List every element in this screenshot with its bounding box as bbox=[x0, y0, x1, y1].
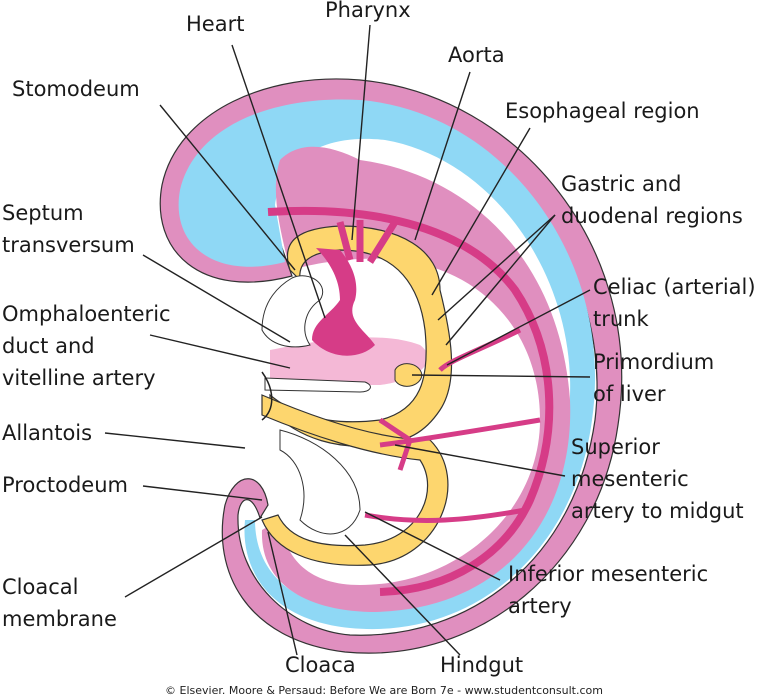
label-superior: Superior mesenteric artery to midgut bbox=[571, 431, 744, 527]
copyright-footer: © Elsevier. Moore & Persaud: Before We a… bbox=[165, 684, 603, 697]
leader-omphaloenteric bbox=[149, 334, 291, 369]
leader-gastric-2 bbox=[445, 214, 556, 346]
label-line: mesenteric bbox=[571, 467, 689, 491]
leader-hindgut bbox=[344, 534, 461, 656]
leader-inferior bbox=[364, 511, 501, 581]
label-celiac: Celiac (arterial) trunk bbox=[593, 271, 756, 335]
label-septum: Septum transversum bbox=[2, 197, 135, 261]
amnion-layer bbox=[178, 99, 596, 630]
label-line: Cloacal bbox=[2, 575, 79, 599]
stomodeum-cavity bbox=[261, 275, 323, 348]
heart-tube bbox=[312, 248, 375, 356]
label-heart: Heart bbox=[186, 12, 245, 36]
label-esophageal: Esophageal region bbox=[505, 99, 700, 123]
leader-esophageal bbox=[431, 127, 531, 296]
allantois-cavity bbox=[279, 429, 361, 535]
label-line: Omphaloenteric bbox=[2, 302, 171, 326]
label-line: Septum bbox=[2, 201, 84, 225]
celiac-artery bbox=[438, 327, 522, 372]
label-line: duct and bbox=[2, 334, 95, 358]
superior-mesenteric-artery bbox=[378, 417, 541, 471]
label-line: artery to midgut bbox=[571, 499, 744, 523]
label-omphaloenteric: Omphaloenteric duct and vitelline artery bbox=[2, 298, 171, 394]
leader-proctodeum bbox=[142, 485, 263, 501]
leader-septum bbox=[142, 254, 291, 343]
label-line: Inferior mesenteric bbox=[508, 562, 709, 586]
label-liver: Primordium of liver bbox=[593, 346, 714, 410]
light-mesenchyme bbox=[270, 337, 428, 385]
label-line: duodenal regions bbox=[561, 204, 743, 228]
leader-superior bbox=[394, 444, 566, 477]
label-line: transversum bbox=[2, 233, 135, 257]
label-stomodeum: Stomodeum bbox=[12, 77, 140, 101]
yolk-duct bbox=[264, 377, 371, 393]
label-proctodeum: Proctodeum bbox=[2, 473, 128, 497]
dorsal-aorta bbox=[267, 206, 554, 596]
label-inferior: Inferior mesenteric artery bbox=[508, 558, 708, 622]
label-hindgut: Hindgut bbox=[440, 653, 524, 677]
vitelline-bracket bbox=[261, 371, 273, 421]
label-pharynx: Pharynx bbox=[325, 0, 411, 22]
label-cloaca: Cloaca bbox=[285, 653, 356, 677]
label-line: Gastric and bbox=[561, 172, 682, 196]
leader-cloacal-membrane bbox=[124, 516, 263, 598]
inferior-mesenteric-artery bbox=[364, 507, 526, 523]
leader-heart bbox=[231, 44, 326, 319]
pharyngeal-arches bbox=[336, 220, 398, 264]
label-line: of liver bbox=[593, 382, 666, 406]
label-gastric: Gastric and duodenal regions bbox=[561, 168, 743, 232]
label-line: membrane bbox=[2, 607, 117, 631]
label-line: Celiac (arterial) bbox=[593, 275, 756, 299]
leader-lines bbox=[104, 24, 591, 656]
leader-allantois bbox=[104, 432, 246, 449]
leader-liver bbox=[411, 374, 591, 378]
leader-stomodeum bbox=[159, 104, 296, 271]
leader-aorta bbox=[414, 71, 471, 241]
label-aorta: Aorta bbox=[448, 43, 505, 67]
label-line: Primordium bbox=[593, 350, 715, 374]
label-line: trunk bbox=[593, 307, 649, 331]
label-line: artery bbox=[508, 594, 572, 618]
label-allantois: Allantois bbox=[2, 421, 93, 445]
leader-celiac bbox=[446, 289, 591, 366]
label-line: vitelline artery bbox=[2, 366, 156, 390]
leader-cloaca bbox=[267, 531, 298, 656]
label-cloacal-membrane: Cloacal membrane bbox=[2, 571, 117, 635]
leader-pharynx bbox=[351, 24, 371, 241]
leader-gastric-1 bbox=[437, 214, 556, 321]
label-line: Superior bbox=[571, 435, 660, 459]
